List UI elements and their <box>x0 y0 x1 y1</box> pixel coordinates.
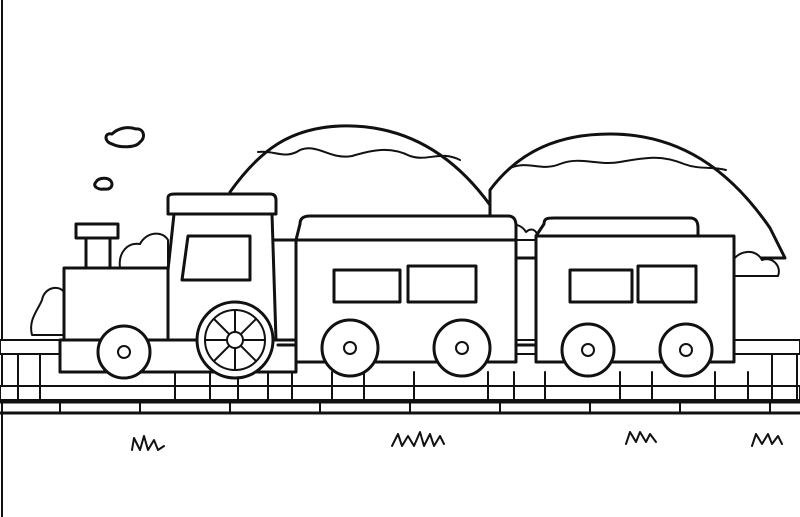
wheel-hub <box>581 343 595 357</box>
smoke-cloud-large <box>104 126 145 149</box>
grass-tuft <box>131 435 165 451</box>
car-roof <box>534 216 700 238</box>
locomotive-chimney <box>84 236 112 270</box>
passenger-car <box>294 214 518 378</box>
wheel-hub <box>455 341 469 355</box>
wheel-hub <box>679 343 693 357</box>
car-window <box>568 268 634 304</box>
steam-locomotive <box>58 192 298 380</box>
wheel-hub <box>343 341 357 355</box>
grass-tuft <box>751 433 783 447</box>
mountain-left-snowcap <box>257 147 461 161</box>
bush-right <box>731 251 780 277</box>
bush-behind-engine <box>118 232 169 271</box>
bush-left <box>30 286 65 336</box>
mountain-left <box>228 124 512 242</box>
mountain-right-snowcap <box>509 156 727 171</box>
smoke-cloud-small <box>93 176 114 191</box>
locomotive-chimney-cap <box>74 222 120 240</box>
car-window <box>406 264 478 304</box>
wheel-hub <box>226 331 244 349</box>
locomotive-cab-roof <box>166 192 278 216</box>
fence-rail-bottom <box>0 385 800 401</box>
rail-track <box>0 400 800 415</box>
locomotive-cab-window <box>180 234 252 282</box>
car-window <box>636 264 698 304</box>
wheel-hub <box>117 345 131 359</box>
car-window <box>332 268 402 304</box>
car-roof <box>294 214 518 242</box>
grass-tuft <box>625 431 657 445</box>
passenger-car <box>534 216 736 378</box>
grass-tuft <box>391 431 445 447</box>
smoke <box>93 126 145 191</box>
grass-tufts <box>131 431 783 451</box>
